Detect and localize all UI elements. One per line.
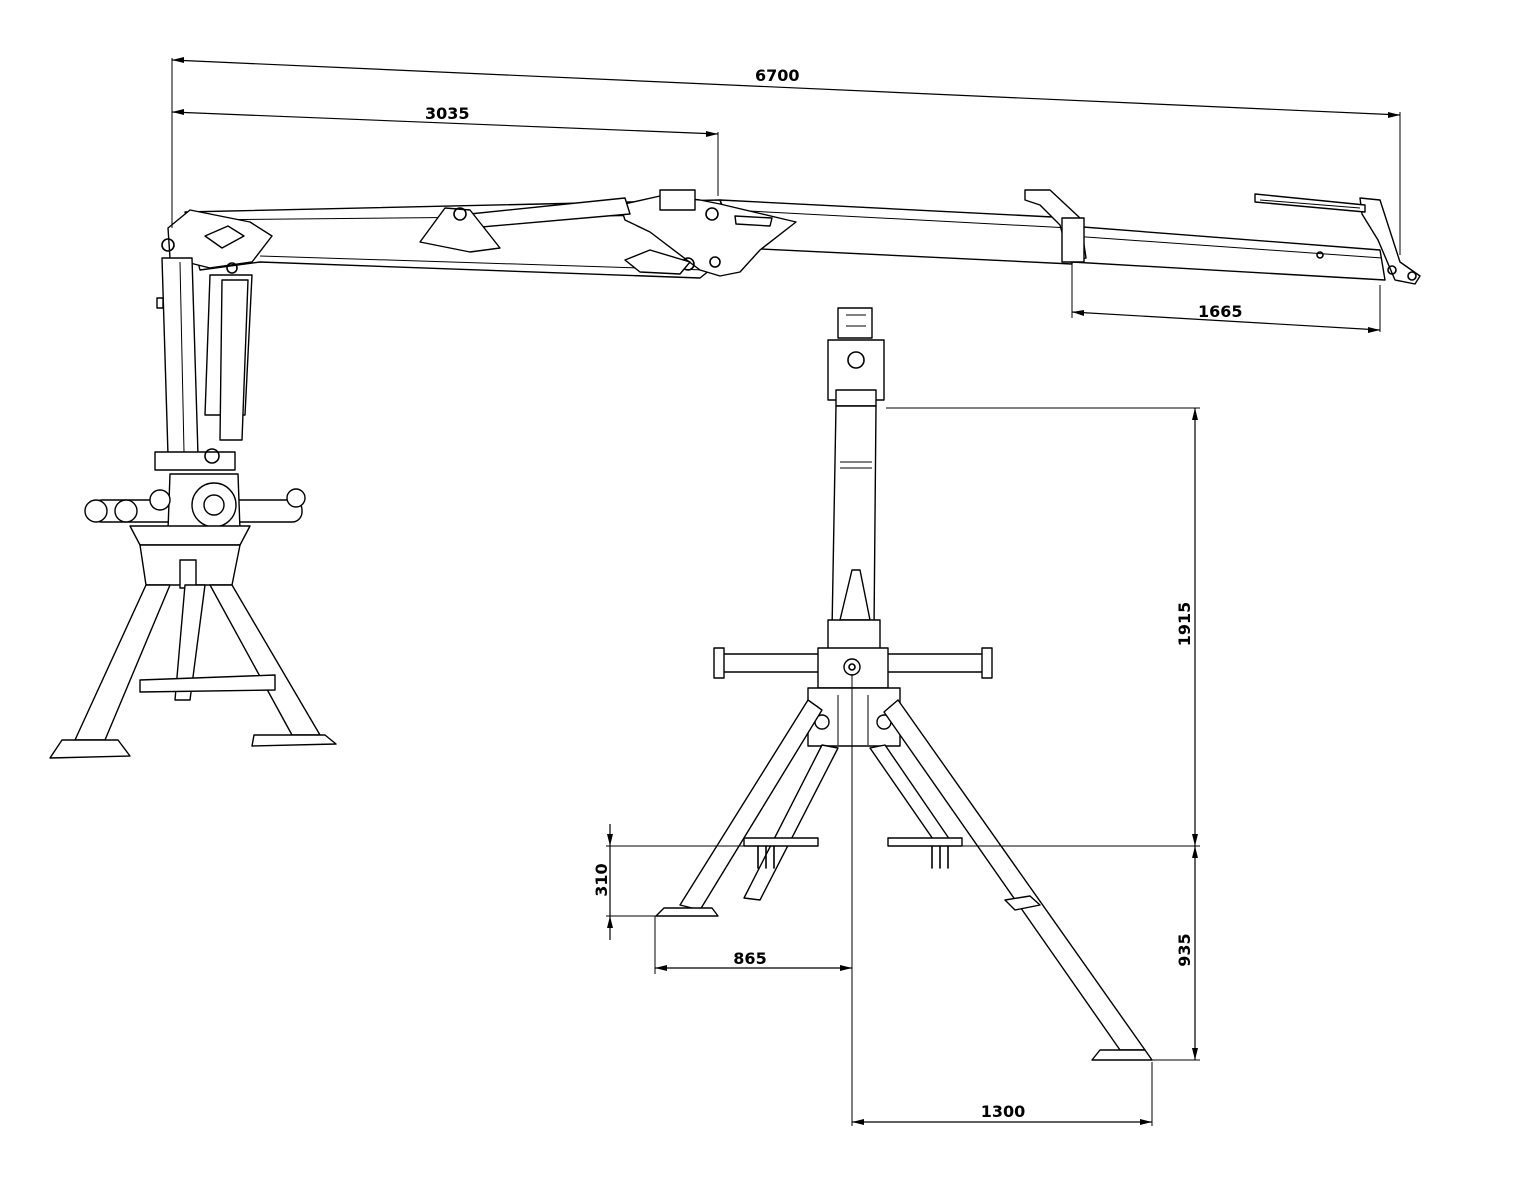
crane-side-view [49, 189, 1421, 759]
dim-label-foot-height: 310 [592, 863, 611, 896]
front-base [807, 687, 901, 747]
dim-label-extension: 1665 [1198, 302, 1243, 321]
dim-label-total-reach: 6700 [755, 66, 800, 85]
dimension-lines: 6700 3035 1665 1915 935 310 865 1300 [171, 57, 1401, 1126]
inner-boom [161, 189, 797, 279]
dim-line-total-reach [171, 59, 1401, 116]
dim-label-leg-span-short: 865 [733, 949, 766, 968]
column [154, 257, 253, 471]
dim-line-inner-boom [171, 111, 719, 135]
side-stand [49, 525, 337, 759]
front-legs [655, 699, 1153, 1061]
front-slew-bar [713, 647, 993, 689]
dim-label-inner-boom: 3035 [425, 104, 470, 123]
slewing-unit [84, 473, 306, 531]
dim-label-pivot-height: 1915 [1175, 602, 1194, 647]
dim-label-leg-span-long: 1300 [981, 1102, 1026, 1121]
dim-label-base-height: 935 [1175, 933, 1194, 966]
front-column [827, 405, 881, 651]
crane-front-view [655, 307, 1153, 1061]
dim-line-extension [1071, 311, 1381, 331]
front-head [827, 307, 885, 407]
boom-extension [1069, 193, 1421, 285]
